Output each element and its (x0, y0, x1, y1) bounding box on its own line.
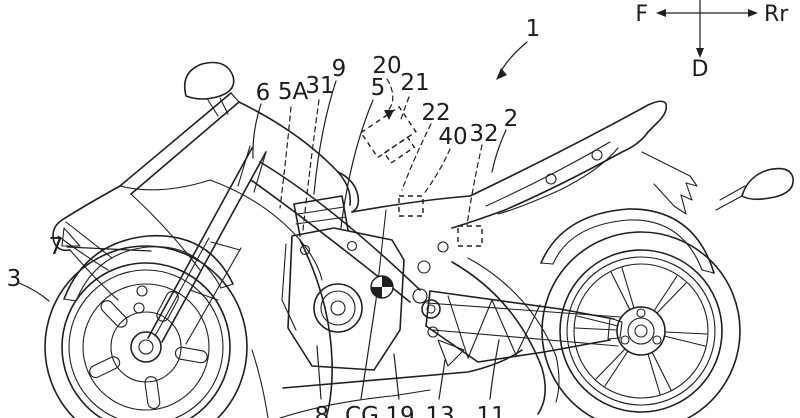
compass-down-label: D (692, 57, 709, 82)
front-wheel (44, 245, 248, 418)
direction-compass: F Rr D (635, 0, 789, 82)
rear-wheel (541, 231, 741, 418)
compass-rear-label: Rr (764, 2, 789, 27)
ref-label-5A: 5A (278, 79, 309, 105)
windscreen (119, 92, 240, 195)
ref-label-21: 21 (400, 70, 429, 96)
mirror (183, 61, 235, 117)
rear-wheel-spokes (574, 267, 708, 395)
swingarm (421, 257, 623, 415)
hidden-component-40 (398, 195, 424, 217)
ref-label-31: 31 (305, 73, 334, 99)
ref-label-6: 6 (256, 80, 271, 106)
leader-lines (18, 41, 528, 400)
ref-label-3: 3 (7, 266, 22, 292)
front-fork (133, 147, 267, 345)
hidden-component-21 (360, 105, 417, 164)
ref-label-9: 9 (332, 56, 347, 82)
ref-label-7: 7 (49, 234, 64, 260)
ref-label-19: 19 (385, 403, 414, 418)
rear-plate-bracket (715, 167, 794, 211)
front-cowl (52, 185, 121, 301)
compass-front-label: F (635, 2, 648, 27)
cg-symbol (370, 275, 394, 299)
brake-disc-slots (89, 291, 208, 410)
ref-label-8: 8 (315, 403, 330, 418)
hidden-component-32 (457, 225, 483, 247)
fuel-tank-seat (337, 171, 471, 213)
fairing (130, 101, 352, 418)
ref-label-32: 32 (469, 121, 498, 147)
front-fender (63, 234, 234, 302)
ref-label-22: 22 (421, 100, 450, 126)
ref-label-20: 20 (372, 53, 401, 79)
tail-cowl (451, 100, 698, 229)
ref-label-CG: CG (345, 403, 379, 418)
rear-fender (540, 208, 715, 274)
ref-label-5: 5 (371, 75, 386, 101)
reference-labels: 1 2 3 5 5A 6 7 8 9 11 13 19 20 21 22 31 … (7, 16, 541, 418)
ref-label-1: 1 (526, 16, 541, 42)
ref-label-13: 13 (425, 403, 454, 418)
ref-label-11: 11 (476, 403, 505, 418)
main-frame (237, 145, 421, 303)
ref-label-2: 2 (504, 106, 519, 132)
ref-label-40: 40 (438, 124, 467, 150)
